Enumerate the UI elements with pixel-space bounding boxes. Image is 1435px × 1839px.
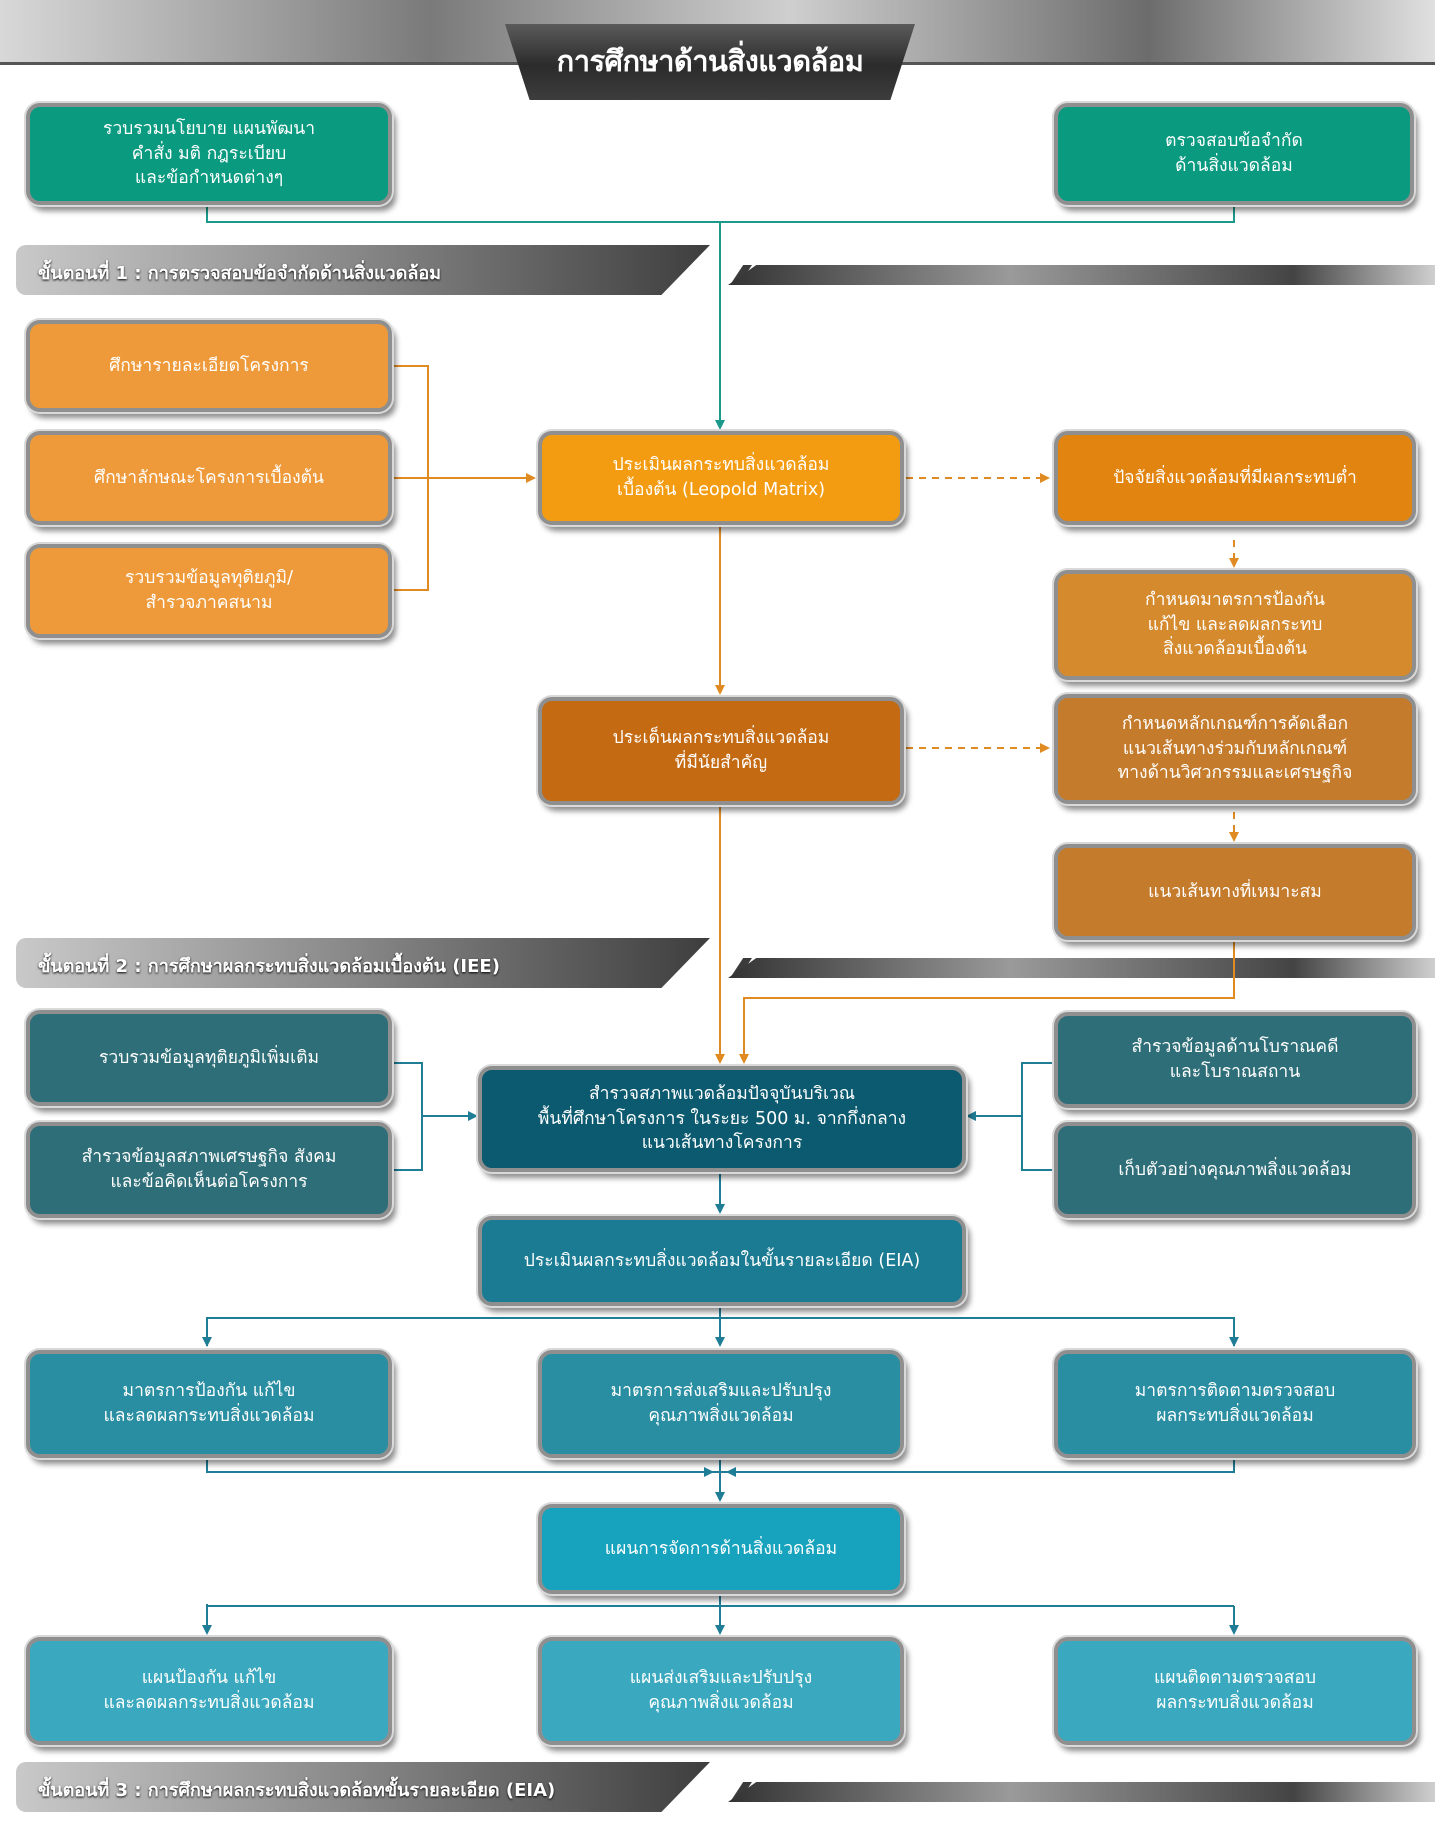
plan-monitor-box: แผนติดตามตรวจสอบ ผลกระทบสิ่งแวดล้อม: [1054, 1637, 1416, 1745]
stage-1-banner: ขั้นตอนที่ 1 : การตรวจสอบข้อจำกัดด้านสิ่…: [16, 245, 710, 295]
low-impact-box: ปัจจัยสิ่งแวดล้อมที่มีผลกระทบต่ำ: [1054, 431, 1416, 525]
study-details-text: ศึกษารายละเอียดโครงการ: [109, 355, 309, 376]
eia-assess-text: ประเมินผลกระทบสิ่งแวดล้อมในขั้นรายละเอีย…: [523, 1250, 921, 1271]
suitable-route-text: แนวเส้นทางที่เหมาะสม: [1148, 881, 1322, 902]
stage-2-bar: [728, 958, 1435, 978]
eia-assess-box: ประเมินผลกระทบสิ่งแวดล้อมในขั้นรายละเอีย…: [478, 1216, 966, 1306]
archaeology-text: สำรวจข้อมูลด้านโบราณคดี และโบราณสถาน: [1131, 1037, 1339, 1082]
connector-orange-left: [392, 365, 1235, 1064]
management-plan-box: แผนการจัดการด้านสิ่งแวดล้อม: [538, 1504, 904, 1594]
management-plan-text: แผนการจัดการด้านสิ่งแวดล้อม: [604, 1538, 838, 1559]
collect-secondary-text: รวบรวมข้อมูลทุติยภูมิ/ สำรวจภาคสนาม: [125, 568, 293, 613]
socioeconomic-text: สำรวจข้อมูลสภาพเศรษฐกิจ สังคม และข้อคิดเ…: [81, 1147, 337, 1192]
stage-3-banner: ขั้นตอนที่ 3 : การศึกษาผลกระทบสิ่งแวดล้อ…: [16, 1762, 710, 1812]
plan-promote-box: แผนส่งเสริมและปรับปรุง คุณภาพสิ่งแวดล้อม: [538, 1637, 904, 1745]
samples-box: เก็บตัวอย่างคุณภาพสิ่งแวดล้อม: [1054, 1122, 1416, 1218]
stage-1-label: ขั้นตอนที่ 1 : การตรวจสอบข้อจำกัดด้านสิ่…: [38, 263, 442, 284]
policy-box: รวบรวมนโยบาย แผนพัฒนา คำสั่ง มติ กฎระเบี…: [26, 103, 392, 205]
collect-more-text: รวบรวมข้อมูลทุติยภูมิเพิ่มเติม: [99, 1047, 319, 1068]
constraints-box: ตรวจสอบข้อจำกัด ด้านสิ่งแวดล้อม: [1054, 103, 1414, 205]
plan-monitor-text: แผนติดตามตรวจสอบ ผลกระทบสิ่งแวดล้อม: [1153, 1668, 1317, 1713]
assess-initial-text: ประเมินผลกระทบสิ่งแวดล้อม เบื้องต้น (Leo…: [612, 455, 830, 500]
measure-prevent-box: มาตรการป้องกัน แก้ไข และลดผลกระทบสิ่งแวด…: [26, 1350, 392, 1458]
plan-promote-text: แผนส่งเสริมและปรับปรุง คุณภาพสิ่งแวดล้อม: [629, 1668, 813, 1713]
measure-promote-box: มาตรการส่งเสริมและปรับปรุง คุณภาพสิ่งแวด…: [538, 1350, 904, 1458]
low-impact-text: ปัจจัยสิ่งแวดล้อมที่มีผลกระทบต่ำ: [1113, 467, 1357, 488]
measure-prevent-text: มาตรการป้องกัน แก้ไข และลดผลกระทบสิ่งแวด…: [103, 1381, 315, 1426]
connector-teal: [202, 1062, 1239, 1635]
title-tab: การศึกษาด้านสิ่งแวดล้อม: [505, 24, 915, 100]
survey-current-text: สำรวจสภาพแวดล้อมปัจจุบันบริเวณ พื้นที่ศึ…: [537, 1083, 907, 1154]
significant-issues-text: ประเด็นผลกระทบสิ่งแวดล้อม ที่มีนัยสำคัญ: [612, 728, 830, 773]
measure-monitor-box: มาตรการติดตามตรวจสอบ ผลกระทบสิ่งแวดล้อม: [1054, 1350, 1416, 1458]
measure-promote-text: มาตรการส่งเสริมและปรับปรุง คุณภาพสิ่งแวด…: [610, 1381, 832, 1426]
socioeconomic-box: สำรวจข้อมูลสภาพเศรษฐกิจ สังคม และข้อคิดเ…: [26, 1122, 392, 1218]
measure-monitor-text: มาตรการติดตามตรวจสอบ ผลกระทบสิ่งแวดล้อม: [1134, 1381, 1336, 1426]
plan-prevent-text: แผนป้องกัน แก้ไข และลดผลกระทบสิ่งแวดล้อม: [103, 1668, 315, 1713]
stage-3-bar: [728, 1782, 1435, 1802]
plan-prevent-box: แผนป้องกัน แก้ไข และลดผลกระทบสิ่งแวดล้อม: [26, 1637, 392, 1745]
study-details-box: ศึกษารายละเอียดโครงการ: [26, 320, 392, 412]
connector-orange-dashed: [906, 473, 1239, 842]
route-criteria-box: กำหนดหลักเกณฑ์การคัดเลือก แนวเส้นทางร่วม…: [1054, 694, 1416, 804]
stage-1-bar: [728, 265, 1435, 285]
route-criteria-text: กำหนดหลักเกณฑ์การคัดเลือก แนวเส้นทางร่วม…: [1117, 713, 1353, 784]
stage-2-banner: ขั้นตอนที่ 2 : การศึกษาผลกระทบสิ่งแวดล้อ…: [16, 938, 710, 988]
stage-2-label: ขั้นตอนที่ 2 : การศึกษาผลกระทบสิ่งแวดล้อ…: [38, 956, 500, 977]
collect-secondary-box: รวบรวมข้อมูลทุติยภูมิ/ สำรวจภาคสนาม: [26, 544, 392, 638]
collect-more-box: รวบรวมข้อมูลทุติยภูมิเพิ่มเติม: [26, 1010, 392, 1106]
stage-3-label: ขั้นตอนที่ 3 : การศึกษาผลกระทบสิ่งแวดล้อ…: [38, 1780, 556, 1801]
archaeology-box: สำรวจข้อมูลด้านโบราณคดี และโบราณสถาน: [1054, 1012, 1416, 1108]
assess-initial-box: ประเมินผลกระทบสิ่งแวดล้อม เบื้องต้น (Leo…: [538, 431, 904, 525]
initial-measures-text: กำหนดมาตรการป้องกัน แก้ไข และลดผลกระทบ ส…: [1145, 589, 1325, 660]
policy-text: รวบรวมนโยบาย แผนพัฒนา คำสั่ง มติ กฎระเบี…: [102, 118, 316, 189]
samples-text: เก็บตัวอย่างคุณภาพสิ่งแวดล้อม: [1118, 1159, 1352, 1180]
suitable-route-box: แนวเส้นทางที่เหมาะสม: [1054, 844, 1416, 940]
constraints-text: ตรวจสอบข้อจำกัด ด้านสิ่งแวดล้อม: [1165, 131, 1303, 176]
connector-top: [206, 205, 1235, 430]
study-features-box: ศึกษาลักษณะโครงการเบื้องต้น: [26, 431, 392, 525]
survey-current-box: สำรวจสภาพแวดล้อมปัจจุบันบริเวณ พื้นที่ศึ…: [478, 1066, 966, 1172]
study-features-text: ศึกษาลักษณะโครงการเบื้องต้น: [94, 467, 324, 488]
initial-measures-box: กำหนดมาตรการป้องกัน แก้ไข และลดผลกระทบ ส…: [1054, 570, 1416, 680]
page-title: การศึกษาด้านสิ่งแวดล้อม: [556, 44, 864, 78]
significant-issues-box: ประเด็นผลกระทบสิ่งแวดล้อม ที่มีนัยสำคัญ: [538, 697, 904, 805]
